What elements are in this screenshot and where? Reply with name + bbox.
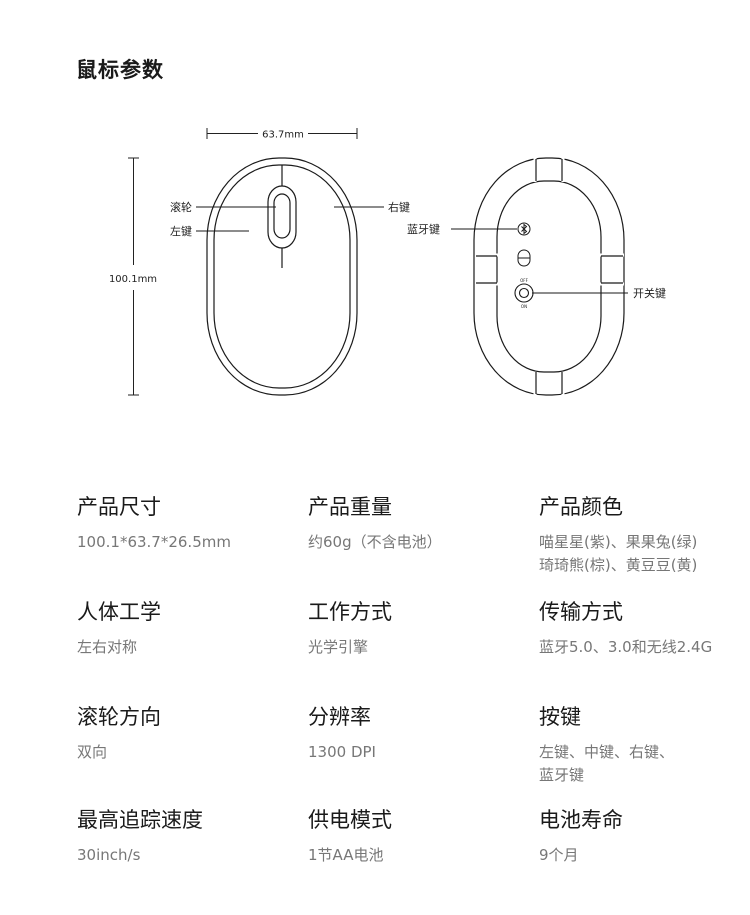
height-label: 100.1mm	[109, 274, 157, 285]
spec-transmission: 传输方式 蓝牙5.0、3.0和无线2.4G	[539, 596, 749, 659]
power-switch-icon	[514, 283, 534, 303]
spec-value: 1节AA电池	[308, 846, 384, 864]
spec-value: 9个月	[539, 846, 579, 864]
spec-label: 产品尺寸	[77, 495, 161, 519]
spec-value-line: 蓝牙键	[539, 766, 585, 784]
spec-value: 双向	[77, 743, 108, 761]
spec-label: 传输方式	[539, 600, 623, 624]
spec-value-line: 左键、中键、右键、	[539, 743, 675, 761]
switch-off-label: OFF	[520, 278, 528, 283]
right-button-callout: 右键	[388, 200, 410, 214]
optical-sensor-icon	[517, 249, 531, 267]
spec-power-mode: 供电模式 1节AA电池	[308, 804, 518, 867]
spec-label: 人体工学	[77, 600, 161, 624]
spec-value: 100.1*63.7*26.5mm	[77, 533, 231, 551]
spec-label: 最高追踪速度	[77, 808, 203, 832]
left-button-callout: 左键	[170, 224, 192, 238]
spec-label: 产品颜色	[539, 495, 623, 519]
mouse-top-view	[206, 157, 358, 396]
spec-label: 工作方式	[308, 600, 392, 624]
bluetooth-icon	[517, 222, 531, 236]
power-switch-callout: 开关键	[633, 286, 666, 300]
spec-value: 光学引擎	[308, 638, 369, 656]
spec-size: 产品尺寸 100.1*63.7*26.5mm	[77, 491, 287, 554]
spec-label: 分辨率	[308, 705, 371, 729]
spec-working-mode: 工作方式 光学引擎	[308, 596, 518, 659]
mouse-bottom-view	[473, 157, 625, 396]
spec-label: 供电模式	[308, 808, 392, 832]
width-label: 63.7mm	[262, 130, 304, 141]
spec-value: 左键、中键、右键、 蓝牙键	[539, 741, 749, 787]
switch-on-label: ON	[521, 304, 527, 309]
spec-value: 左右对称	[77, 638, 138, 656]
spec-value: 喵星星(紫)、果果兔(绿) 琦琦熊(棕)、黄豆豆(黄)	[539, 531, 749, 577]
spec-scroll-direction: 滚轮方向 双向	[77, 701, 287, 764]
spec-value-line: 喵星星(紫)、果果兔(绿)	[539, 533, 698, 551]
spec-value: 1300 DPI	[308, 743, 376, 761]
spec-label: 电池寿命	[539, 808, 623, 832]
spec-ergonomics: 人体工学 左右对称	[77, 596, 287, 659]
spec-label: 产品重量	[308, 495, 392, 519]
bottom-view-callout-lines	[451, 228, 628, 294]
mouse-diagram: 63.7mm 100.1mm 滚轮 左键 右键	[109, 128, 666, 396]
height-dimension	[128, 157, 139, 396]
spec-value: 蓝牙5.0、3.0和无线2.4G	[539, 638, 713, 656]
scroll-wheel-callout: 滚轮	[170, 200, 192, 214]
spec-label: 滚轮方向	[77, 705, 161, 729]
spec-weight: 产品重量 约60g（不含电池）	[308, 491, 518, 554]
spec-label: 按键	[539, 705, 581, 729]
spec-value-line: 琦琦熊(棕)、黄豆豆(黄)	[539, 556, 698, 574]
page-title: 鼠标参数	[76, 58, 164, 82]
top-view-callout-lines	[196, 206, 384, 232]
spec-value: 约60g（不含电池）	[308, 533, 442, 551]
spec-battery-life: 电池寿命 9个月	[539, 804, 749, 867]
width-dimension	[206, 128, 358, 139]
spec-buttons: 按键 左键、中键、右键、 蓝牙键	[539, 701, 749, 787]
spec-color: 产品颜色 喵星星(紫)、果果兔(绿) 琦琦熊(棕)、黄豆豆(黄)	[539, 491, 749, 577]
spec-tracking-speed: 最高追踪速度 30inch/s	[77, 804, 287, 867]
bluetooth-button-callout: 蓝牙键	[407, 222, 440, 236]
spec-resolution: 分辨率 1300 DPI	[308, 701, 518, 764]
spec-value: 30inch/s	[77, 846, 141, 864]
